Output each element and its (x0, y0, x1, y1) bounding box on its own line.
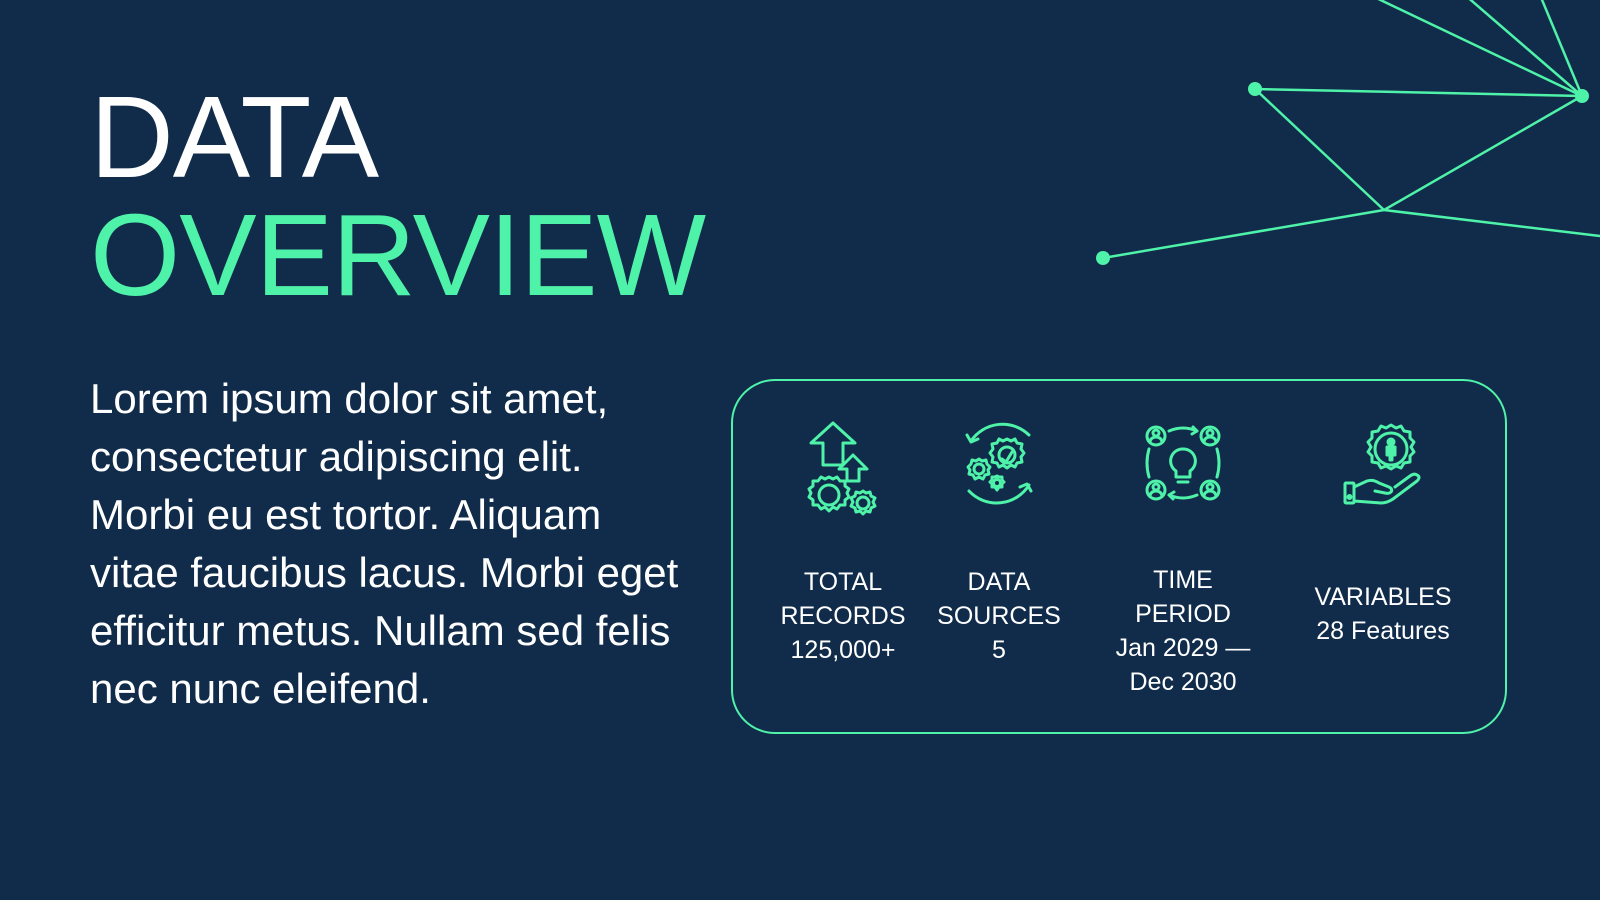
body-paragraph: Lorem ipsum dolor sit amet, consectetur … (90, 375, 679, 712)
stat-value: Jan 2029 — (1115, 634, 1251, 662)
stat-label: PERIOD (1135, 600, 1231, 628)
stat-value: 125,000+ (790, 636, 896, 664)
stats-card: TOTAL RECORDS 125,000+ (731, 379, 1507, 734)
title-line-1: DATA (90, 72, 379, 202)
stat-variables: VARIABLES 28 Features (1293, 381, 1473, 731)
stat-value: Dec 2030 (1129, 668, 1237, 696)
stat-label: TIME (1153, 566, 1213, 594)
stat-label: SOURCES (937, 602, 1061, 630)
gears-cycle-icon (965, 422, 1033, 505)
stat-label: DATA (967, 568, 1031, 596)
stat-label: RECORDS (780, 602, 906, 630)
title-line-2: OVERVIEW (90, 190, 706, 320)
gears-growth-icon (807, 421, 877, 516)
hand-gear-person-icon (1343, 423, 1421, 505)
stat-time-period: TIME PERIOD Jan 2029 — Dec 2030 (1103, 381, 1263, 731)
stat-label: TOTAL (803, 568, 883, 596)
stat-value: 28 Features (1316, 617, 1450, 645)
stat-total-records: TOTAL RECORDS 125,000+ (763, 381, 923, 731)
team-idea-icon (1145, 425, 1221, 501)
stat-value: 5 (992, 636, 1006, 664)
stat-label: VARIABLES (1314, 583, 1452, 611)
page-title: DATA OVERVIEW (90, 72, 706, 320)
stat-data-sources: DATA SOURCES 5 (929, 381, 1069, 731)
